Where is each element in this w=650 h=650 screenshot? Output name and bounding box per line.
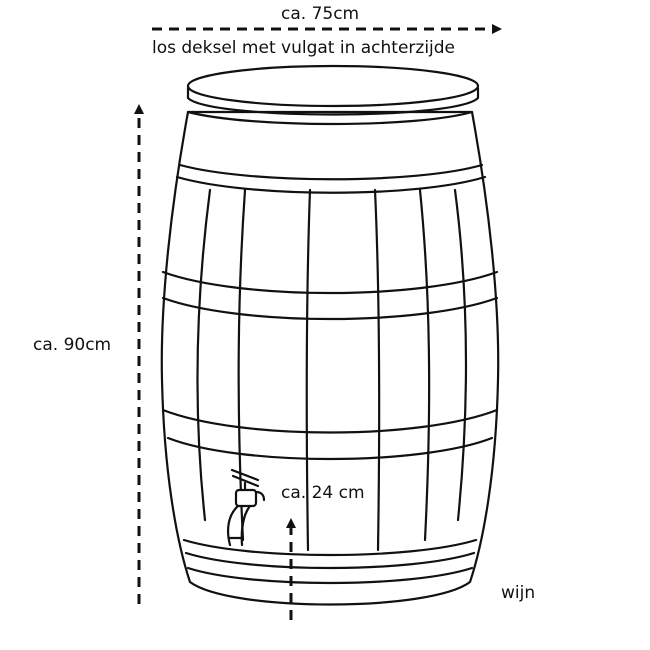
width-label: ca. 75cm [281,4,360,24]
barrel-lid [186,64,480,116]
top-hoop [175,110,487,194]
upper-middle-hoop [161,270,499,321]
bottom-hoops [182,538,478,585]
tap-icon [227,468,266,547]
barrel-staves [196,188,468,552]
barrel-type-label: wijn [501,583,536,603]
height-label: ca. 90cm [33,335,112,355]
barrel-body [160,110,500,606]
tap-height-label: ca. 24 cm [281,483,365,503]
lid-note-label: los deksel met vulgat in achterzijde [152,38,456,58]
lower-middle-hoop [161,408,499,461]
